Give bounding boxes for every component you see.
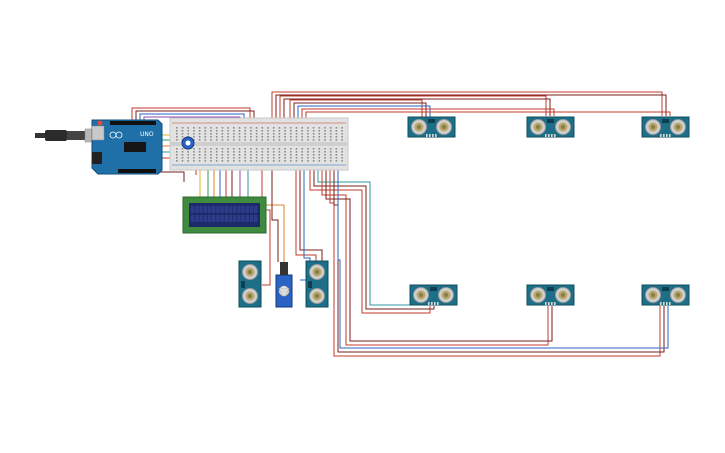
arduino-uno[interactable]: UNO [91, 119, 163, 175]
servo-connector [280, 262, 288, 275]
ultrasonic-sensor-sensor-vertical-left[interactable] [238, 260, 262, 308]
wire [262, 209, 271, 286]
wire [293, 102, 427, 123]
wire [158, 171, 185, 182]
lcd-display [182, 196, 267, 234]
wire [131, 107, 251, 125]
arduino-logo-text: UNO [140, 131, 154, 138]
potentiometer[interactable] [181, 136, 195, 150]
micro-servo[interactable] [275, 262, 293, 308]
wire [321, 170, 549, 346]
wire [271, 91, 663, 123]
wire [275, 94, 667, 123]
wire [305, 111, 671, 123]
wire [266, 204, 285, 262]
usb-cable [35, 128, 98, 143]
ultrasonic-sensor-sensor-top-3[interactable] [641, 116, 690, 138]
wire [309, 170, 431, 314]
lcd-character-cells [191, 206, 258, 222]
power-jack [92, 152, 102, 164]
wire [299, 170, 323, 262]
ultrasonic-sensor-sensor-bottom-3[interactable] [641, 284, 690, 306]
ultrasonic-sensor-sensor-bottom-2[interactable] [526, 284, 575, 306]
microcontroller-chip [124, 142, 146, 152]
wire [283, 98, 551, 123]
wire [271, 170, 279, 262]
reset-button[interactable] [97, 120, 103, 126]
wire [337, 170, 669, 349]
ultrasonic-sensor-group [238, 116, 690, 308]
ultrasonic-sensor-sensor-top-1[interactable] [407, 116, 456, 138]
wire [313, 170, 435, 310]
breadboard-holes [176, 127, 343, 162]
ultrasonic-sensor-sensor-bottom-1[interactable] [409, 284, 458, 306]
wire [329, 170, 661, 357]
wire [333, 170, 665, 353]
wire [317, 170, 438, 306]
ultrasonic-sensor-sensor-top-2[interactable] [526, 116, 575, 138]
breadboard [169, 117, 349, 171]
infinity-logo-icon-right [115, 131, 123, 139]
analog-header [118, 169, 156, 173]
wire [295, 170, 317, 262]
digital-header [110, 121, 156, 125]
wire [325, 170, 553, 342]
usb-port [91, 125, 105, 141]
ultrasonic-sensor-sensor-vertical-right[interactable] [305, 260, 329, 308]
wire [279, 95, 547, 123]
